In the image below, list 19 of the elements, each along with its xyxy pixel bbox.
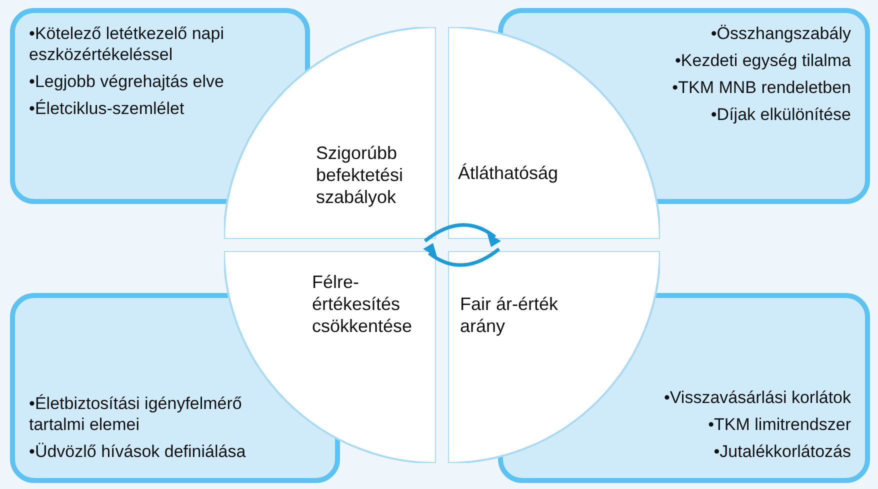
bullet-item: •Kezdeti egység tilalma [674, 50, 851, 71]
bullet-item: •Visszavásárlási korlátok [664, 387, 851, 408]
bullet-item: •Üdvözlő hívások definiálása [29, 441, 246, 462]
bullet-item: •Életbiztosítási igényfelmérő tartalmi elemei [29, 393, 243, 435]
quadrant-segment [448, 251, 660, 463]
segment-label: Fair ár-érték arány [460, 293, 560, 337]
bullet-item: •TKM limitrendszer [708, 414, 851, 435]
segment-label: Szigorúbb befektetési szabályok [316, 142, 404, 208]
bullet-item: •TKM MNB rendeletben [672, 77, 851, 98]
bullet-item: •Kötelező letétkezelő napi eszközértékeléssel [29, 23, 225, 65]
segment-label: Átláthatóság [458, 162, 560, 184]
bullet-item: •Díjak elkülönítése [710, 104, 851, 125]
bullet-item: •Életciklus-szemlélet [29, 98, 184, 119]
bullet-item: •Legjobb végrehajtás elve [29, 71, 224, 92]
quadrant-segment [224, 27, 436, 239]
quadrant-segment [448, 27, 660, 239]
bullet-item: •Összhangszabály [710, 23, 851, 44]
segment-label: Félre-értékesítés csökkentése [312, 271, 414, 337]
bullet-item: •Jutalékkorlátozás [714, 441, 851, 462]
